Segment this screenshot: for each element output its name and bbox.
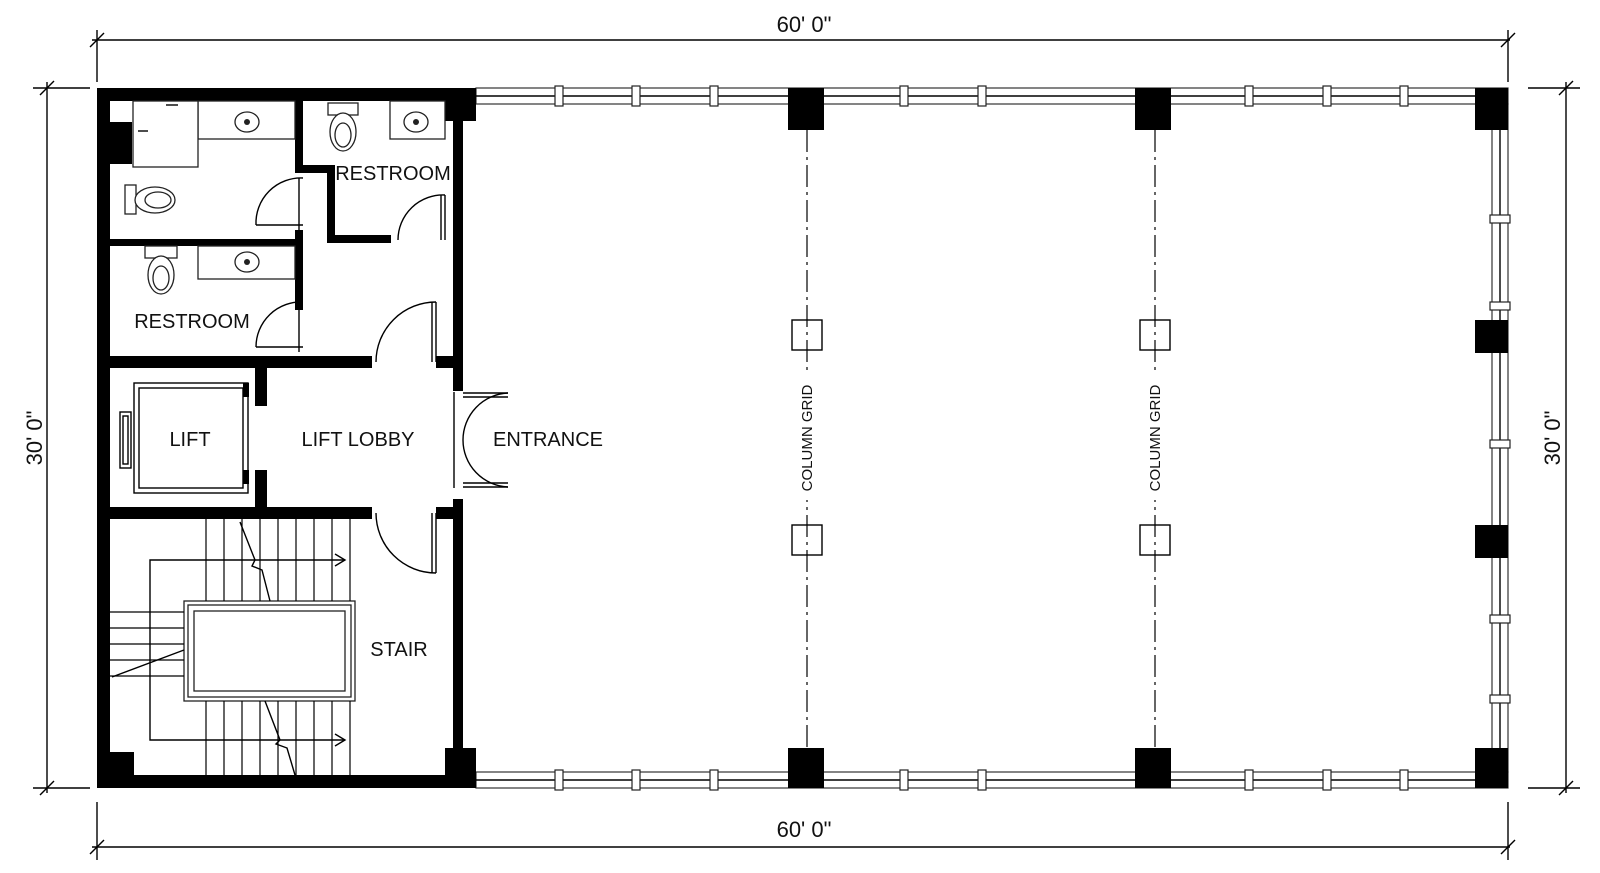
column <box>1475 748 1508 788</box>
mullion <box>1489 439 1511 449</box>
mullion <box>1322 85 1332 107</box>
shower <box>132 100 199 168</box>
dimension-top-label: 60' 0" <box>777 12 832 37</box>
lift-car <box>119 382 249 494</box>
column <box>1135 748 1171 788</box>
lift-lobby-label: LIFT LOBBY <box>301 429 414 451</box>
stair <box>110 519 356 776</box>
door-swing <box>375 301 437 363</box>
mullion <box>554 769 564 791</box>
mullion <box>1489 694 1511 704</box>
mullion <box>977 769 987 791</box>
restroom-lower-label: RESTROOM <box>134 311 250 333</box>
column <box>1475 88 1508 130</box>
toilet-tank <box>124 184 137 215</box>
structural-columns <box>788 88 1508 788</box>
core-walls <box>97 88 476 788</box>
mullion <box>1244 85 1254 107</box>
column <box>788 88 824 130</box>
mullion <box>1399 769 1409 791</box>
mullion <box>899 85 909 107</box>
mullion <box>1489 614 1511 624</box>
dimension-top: 60' 0" <box>89 12 1516 82</box>
dimension-left-label: 30' 0" <box>22 411 47 466</box>
door-swing <box>255 301 304 348</box>
door-swing <box>255 177 304 226</box>
entrance-label: ENTRANCE <box>493 429 603 451</box>
dimension-right: 30' 0" <box>1528 80 1580 796</box>
column-grid-label-1: COLUMN GRID <box>799 384 816 491</box>
mullion <box>899 769 909 791</box>
mullion <box>1322 769 1332 791</box>
door-swing <box>397 194 446 241</box>
door-swing <box>462 392 509 441</box>
mullion <box>1489 214 1511 224</box>
lift-label: LIFT <box>169 429 210 451</box>
column <box>788 748 824 788</box>
curtain-wall <box>475 85 1511 791</box>
dimension-bottom-label: 60' 0" <box>777 817 832 842</box>
dimension-bottom: 60' 0" <box>89 802 1516 860</box>
mullion <box>709 85 719 107</box>
door-swing <box>462 439 509 488</box>
column <box>1475 320 1508 353</box>
mullion <box>709 769 719 791</box>
column-grid-label-2: COLUMN GRID <box>1147 384 1164 491</box>
mullion <box>1244 769 1254 791</box>
mullion <box>631 769 641 791</box>
room-labels: RESTROOM RESTROOM LIFT LIFT LOBBY ENTRAN… <box>134 163 603 661</box>
stair-label: STAIR <box>370 639 427 661</box>
restroom-fixtures <box>124 100 446 295</box>
door-swing <box>375 512 437 574</box>
mullion <box>977 85 987 107</box>
dimension-left: 30' 0" <box>22 80 90 796</box>
column <box>1135 88 1171 130</box>
mullion <box>1399 85 1409 107</box>
mullion <box>1489 301 1511 311</box>
column <box>1475 525 1508 558</box>
dimension-right-label: 30' 0" <box>1540 411 1565 466</box>
mullion <box>631 85 641 107</box>
doors <box>255 177 509 574</box>
column-grid: COLUMN GRID COLUMN GRID <box>797 130 1165 748</box>
restroom-upper-label: RESTROOM <box>335 163 451 185</box>
mullion <box>554 85 564 107</box>
